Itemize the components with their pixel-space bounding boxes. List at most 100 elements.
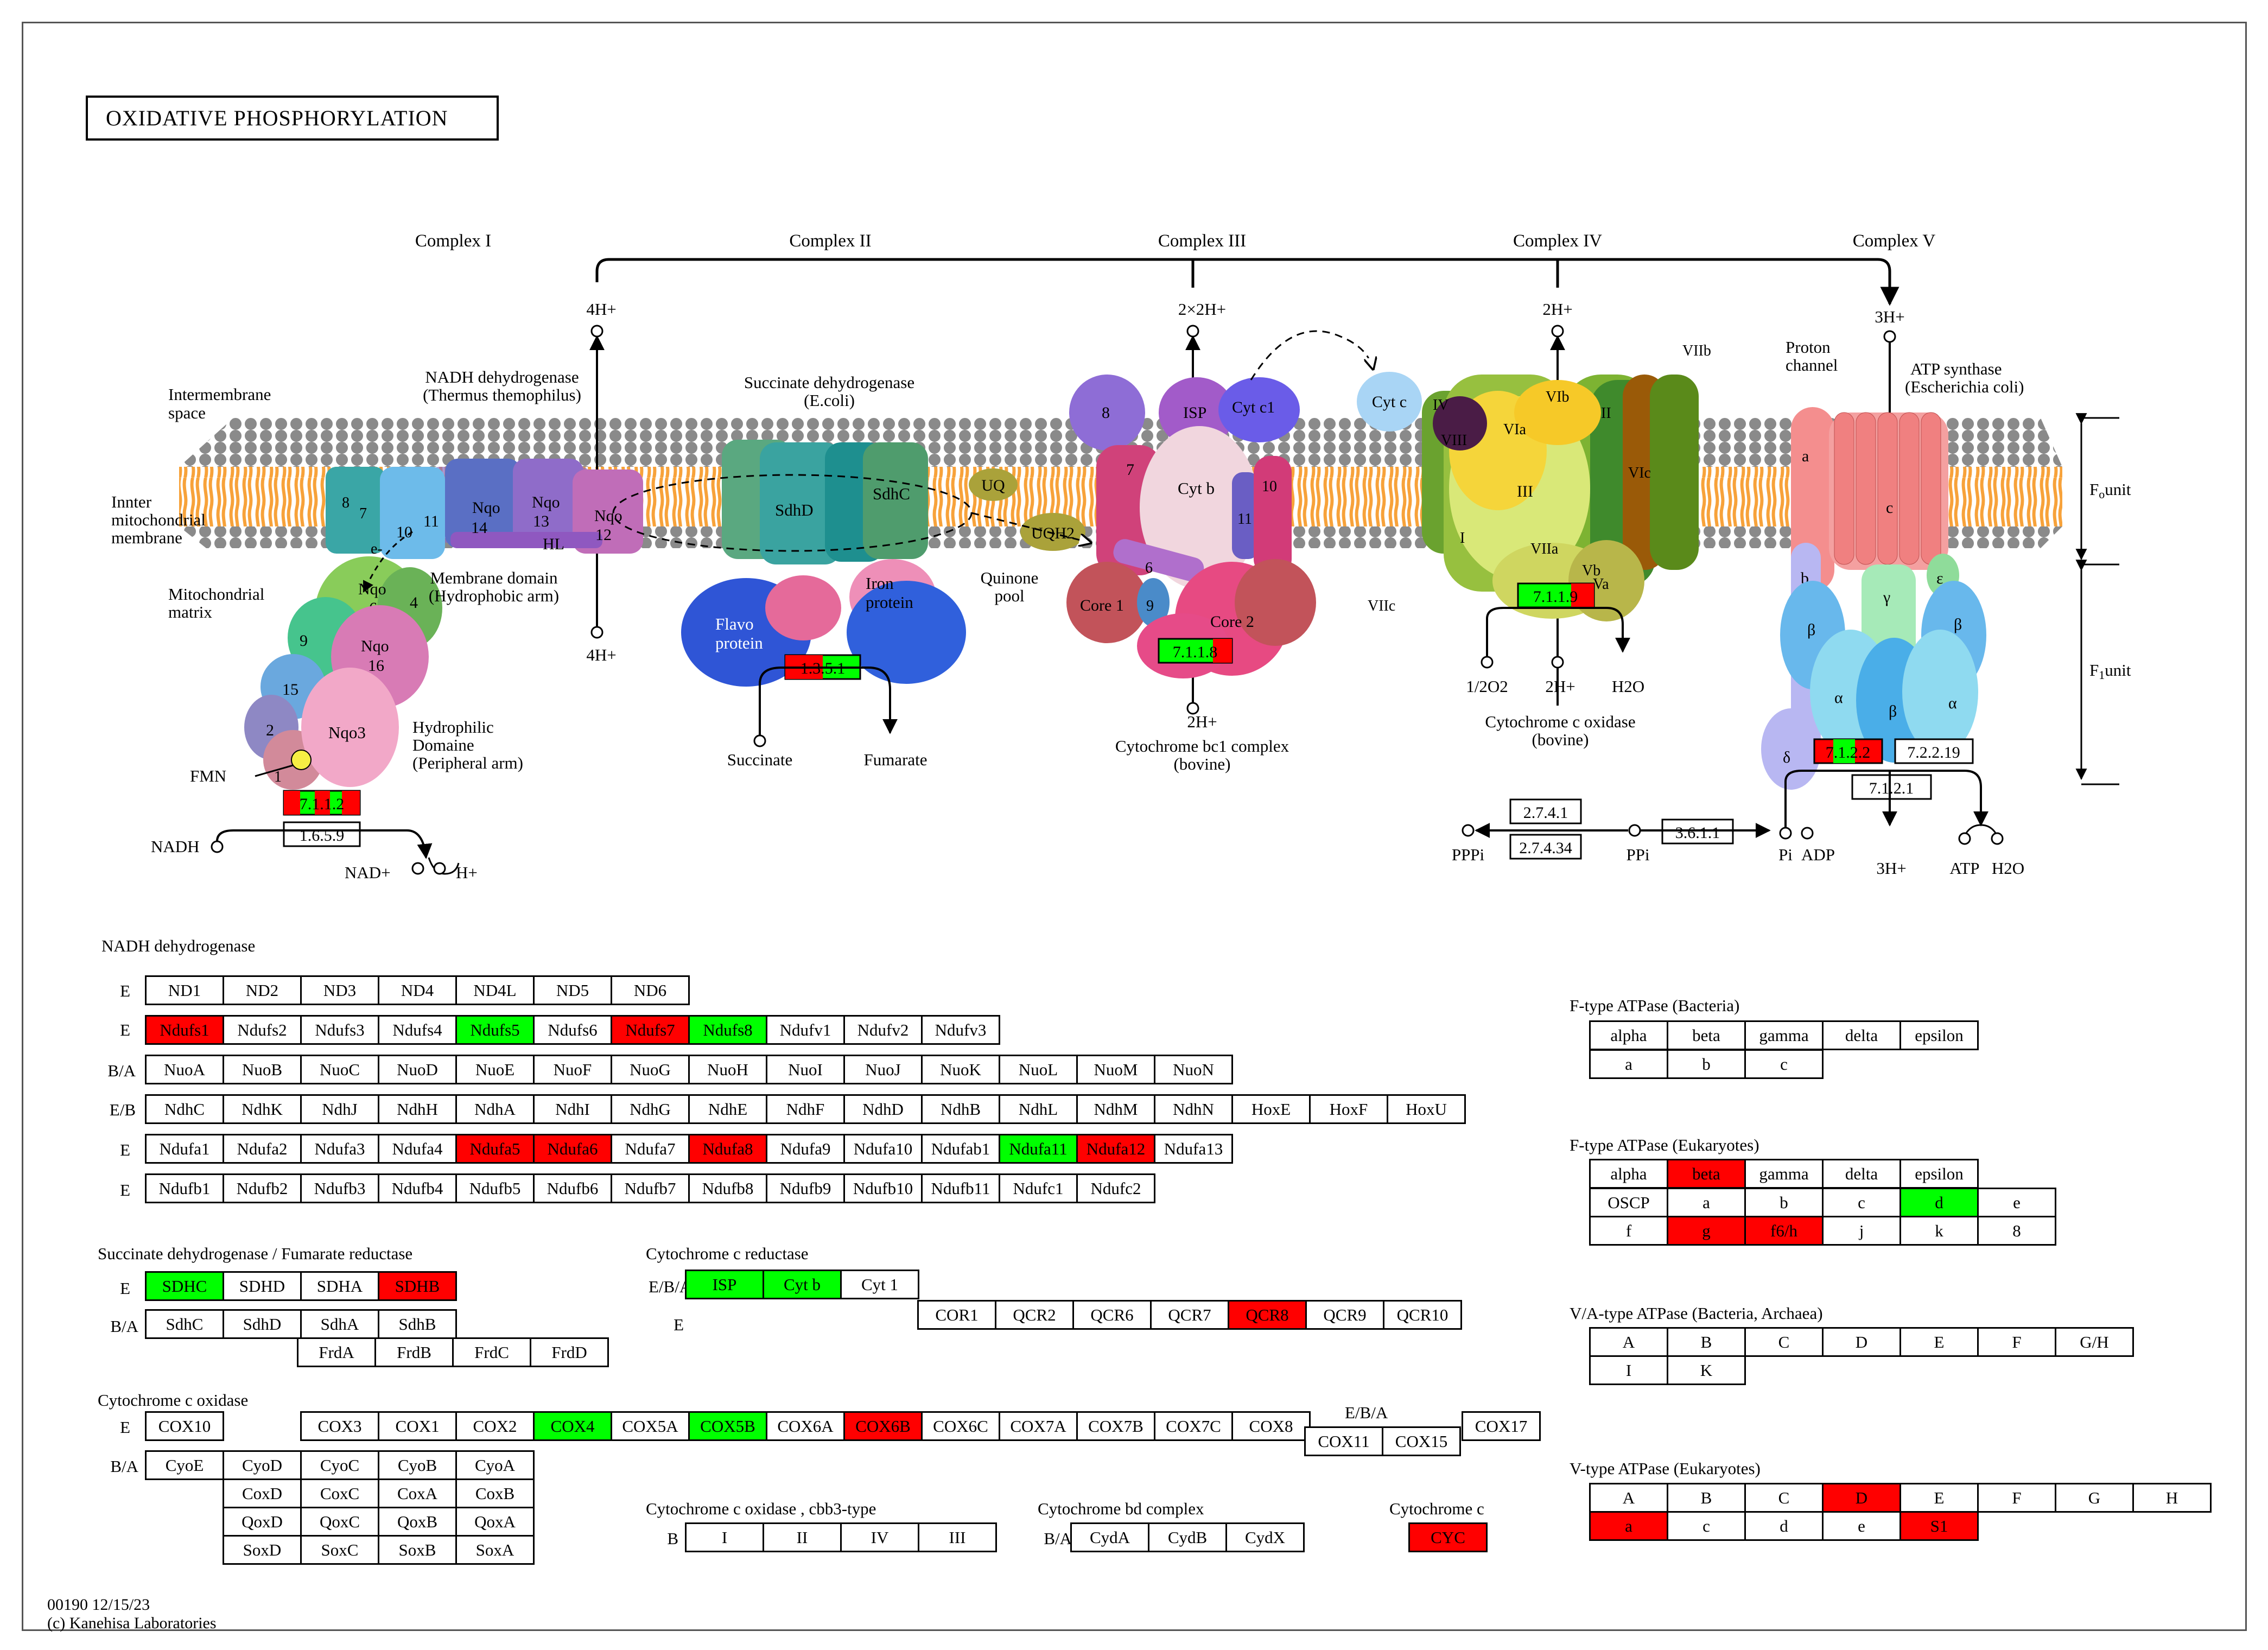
gene-ndufa2[interactable]: Ndufa2 — [223, 1134, 302, 1164]
gene-qoxa[interactable]: QoxA — [455, 1507, 535, 1537]
gene-ndufa5[interactable]: Ndufa5 — [455, 1134, 535, 1164]
gene-nuok[interactable]: NuoK — [921, 1055, 1000, 1084]
gene-ndhk[interactable]: NdhK — [223, 1094, 302, 1124]
gene-alpha[interactable]: alpha — [1589, 1020, 1668, 1050]
gene-a[interactable]: a — [1589, 1049, 1668, 1079]
gene-k[interactable]: k — [1899, 1216, 1979, 1246]
gene-a[interactable]: A — [1589, 1483, 1668, 1513]
gene-cox7c[interactable]: COX7C — [1154, 1411, 1233, 1441]
gene-nd4l[interactable]: ND4L — [455, 975, 535, 1005]
gene-e[interactable]: E — [1899, 1327, 1979, 1357]
gene-qoxd[interactable]: QoxD — [223, 1507, 302, 1537]
gene-nuom[interactable]: NuoM — [1076, 1055, 1155, 1084]
gene-cox6a[interactable]: COX6A — [766, 1411, 845, 1441]
gene-qcr7[interactable]: QCR7 — [1150, 1300, 1229, 1330]
gene-ndufa3[interactable]: Ndufa3 — [300, 1134, 379, 1164]
gene-soxa[interactable]: SoxA — [455, 1535, 535, 1565]
gene-ndufs6[interactable]: Ndufs6 — [533, 1015, 612, 1045]
gene-e[interactable]: e — [1977, 1188, 2056, 1217]
gene-e[interactable]: E — [1899, 1483, 1979, 1513]
gene-ndufc1[interactable]: Ndufc1 — [999, 1173, 1078, 1203]
gene-isp[interactable]: ISP — [685, 1270, 764, 1299]
gene-ndhc[interactable]: NdhC — [145, 1094, 224, 1124]
gene-ndufa6[interactable]: Ndufa6 — [533, 1134, 612, 1164]
gene-cydx[interactable]: CydX — [1225, 1522, 1305, 1552]
gene-cox15[interactable]: COX15 — [1382, 1426, 1461, 1456]
gene-qcr9[interactable]: QCR9 — [1305, 1300, 1384, 1330]
gene-hoxe[interactable]: HoxE — [1231, 1094, 1311, 1124]
gene-ndhd[interactable]: NdhD — [843, 1094, 923, 1124]
gene-cyoa[interactable]: CyoA — [455, 1450, 535, 1480]
gene-cox8[interactable]: COX8 — [1231, 1411, 1311, 1441]
gene-ndufa9[interactable]: Ndufa9 — [766, 1134, 845, 1164]
gene-b[interactable]: b — [1744, 1188, 1824, 1217]
gene-ndhj[interactable]: NdhJ — [300, 1094, 379, 1124]
gene-epsilon[interactable]: epsilon — [1899, 1020, 1979, 1050]
gene-beta[interactable]: beta — [1667, 1020, 1746, 1050]
gene-qcr10[interactable]: QCR10 — [1383, 1300, 1462, 1330]
gene-b[interactable]: B — [1667, 1327, 1746, 1357]
gene-c[interactable]: c — [1744, 1049, 1824, 1079]
gene-ndufa13[interactable]: Ndufa13 — [1154, 1134, 1233, 1164]
gene-frdd[interactable]: FrdD — [530, 1337, 609, 1367]
gene-d[interactable]: d — [1899, 1188, 1979, 1217]
gene-hoxf[interactable]: HoxF — [1309, 1094, 1388, 1124]
gene-ndufb9[interactable]: Ndufb9 — [766, 1173, 845, 1203]
gene-sdhb[interactable]: SdhB — [378, 1309, 457, 1339]
gene-sdhc[interactable]: SDHC — [145, 1271, 224, 1301]
gene-cox3[interactable]: COX3 — [300, 1411, 379, 1441]
gene-cyt-1[interactable]: Cyt 1 — [840, 1270, 919, 1299]
gene-ndhm[interactable]: NdhM — [1076, 1094, 1155, 1124]
gene-ndufa4[interactable]: Ndufa4 — [378, 1134, 457, 1164]
gene-i[interactable]: I — [685, 1522, 764, 1552]
gene-ndufb7[interactable]: Ndufb7 — [611, 1173, 690, 1203]
gene-delta[interactable]: delta — [1822, 1020, 1901, 1050]
gene-qcr6[interactable]: QCR6 — [1072, 1300, 1152, 1330]
gene-ndhb[interactable]: NdhB — [921, 1094, 1000, 1124]
gene-nuon[interactable]: NuoN — [1154, 1055, 1233, 1084]
gene-ndhi[interactable]: NdhI — [533, 1094, 612, 1124]
gene-a[interactable]: a — [1667, 1188, 1746, 1217]
gene-e[interactable]: e — [1822, 1511, 1901, 1541]
gene-cox1[interactable]: COX1 — [378, 1411, 457, 1441]
gene-ndufb8[interactable]: Ndufb8 — [688, 1173, 767, 1203]
gene-cydb[interactable]: CydB — [1148, 1522, 1227, 1552]
gene-sdha[interactable]: SDHA — [300, 1271, 379, 1301]
gene-ndufs2[interactable]: Ndufs2 — [223, 1015, 302, 1045]
gene-ndhl[interactable]: NdhL — [999, 1094, 1078, 1124]
gene-soxc[interactable]: SoxC — [300, 1535, 379, 1565]
gene-c[interactable]: c — [1667, 1511, 1746, 1541]
gene-epsilon[interactable]: epsilon — [1899, 1159, 1979, 1189]
gene-cyod[interactable]: CyoD — [223, 1450, 302, 1480]
gene-frdb[interactable]: FrdB — [374, 1337, 454, 1367]
gene-cox5a[interactable]: COX5A — [611, 1411, 690, 1441]
gene-hoxu[interactable]: HoxU — [1387, 1094, 1466, 1124]
gene-coxb[interactable]: CoxB — [455, 1478, 535, 1508]
gene-nd1[interactable]: ND1 — [145, 975, 224, 1005]
gene-b[interactable]: b — [1667, 1049, 1746, 1079]
gene-nd6[interactable]: ND6 — [611, 975, 690, 1005]
c1b-ec-box[interactable] — [283, 821, 361, 847]
gene-beta[interactable]: beta — [1667, 1159, 1746, 1189]
gene-j[interactable]: j — [1822, 1216, 1901, 1246]
gene-nuoj[interactable]: NuoJ — [843, 1055, 923, 1084]
gene-ndufs1[interactable]: Ndufs1 — [145, 1015, 224, 1045]
gene-delta[interactable]: delta — [1822, 1159, 1901, 1189]
gene-8[interactable]: 8 — [1977, 1216, 2056, 1246]
gene-soxd[interactable]: SoxD — [223, 1535, 302, 1565]
gene-cyob[interactable]: CyoB — [378, 1450, 457, 1480]
gene-sdha[interactable]: SdhA — [300, 1309, 379, 1339]
gene-ndufc2[interactable]: Ndufc2 — [1076, 1173, 1155, 1203]
gene-cor1[interactable]: COR1 — [917, 1300, 996, 1330]
gene-frdc[interactable]: FrdC — [452, 1337, 531, 1367]
gene-frda[interactable]: FrdA — [297, 1337, 376, 1367]
gene-ndufa1[interactable]: Ndufa1 — [145, 1134, 224, 1164]
ppase1-box[interactable] — [1509, 798, 1582, 824]
gene-ndhn[interactable]: NdhN — [1154, 1094, 1233, 1124]
c5b-ec-box[interactable] — [1894, 738, 1974, 764]
gene-nd3[interactable]: ND3 — [300, 975, 379, 1005]
gene-g-h[interactable]: G/H — [2055, 1327, 2134, 1357]
gene-d[interactable]: d — [1744, 1511, 1824, 1541]
gene-g[interactable]: g — [1667, 1216, 1746, 1246]
gene-f[interactable]: F — [1977, 1483, 2056, 1513]
